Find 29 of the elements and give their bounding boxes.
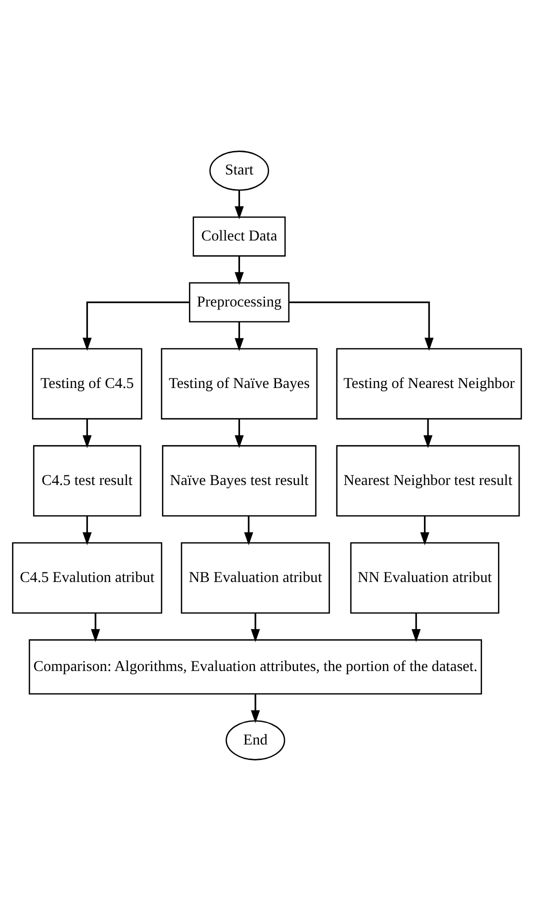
node-box: Comparison: Algorithms, Evaluation attributes, the portion of the dataset. <box>28 639 482 695</box>
arrow <box>412 613 421 642</box>
node-box: Testing of C4.5 <box>32 348 142 420</box>
node-box: NB Evaluation atribut <box>180 542 330 614</box>
node-ellipse: Start <box>209 150 270 191</box>
node-box: C4.5 Evalution atribut <box>12 542 162 614</box>
arrow <box>420 516 430 546</box>
node-box: Testing of Nearest Neighbor <box>336 348 522 420</box>
arrow <box>234 322 244 352</box>
arrow <box>90 613 100 642</box>
node-box: Nearest Neighbor test result <box>336 445 520 517</box>
node-ellipse: End <box>226 720 286 760</box>
arrow <box>234 419 244 448</box>
arrow <box>250 694 260 724</box>
arrow <box>423 419 433 448</box>
arrow <box>82 516 92 546</box>
node-box: Testing of Naïve Bayes <box>160 348 318 420</box>
arrow <box>250 613 260 642</box>
arrow <box>82 419 92 448</box>
arrow <box>82 302 190 351</box>
arrow <box>234 256 244 286</box>
node-box: NN Evaluation atribut <box>350 542 500 614</box>
node-box: C4.5 test result <box>33 445 142 517</box>
node-box: Collect Data <box>192 216 286 257</box>
arrow <box>289 302 434 351</box>
node-box: Naïve Bayes test result <box>162 445 316 517</box>
arrow <box>234 190 244 220</box>
node-box: Preprocessing <box>188 282 290 322</box>
arrow <box>244 516 254 546</box>
